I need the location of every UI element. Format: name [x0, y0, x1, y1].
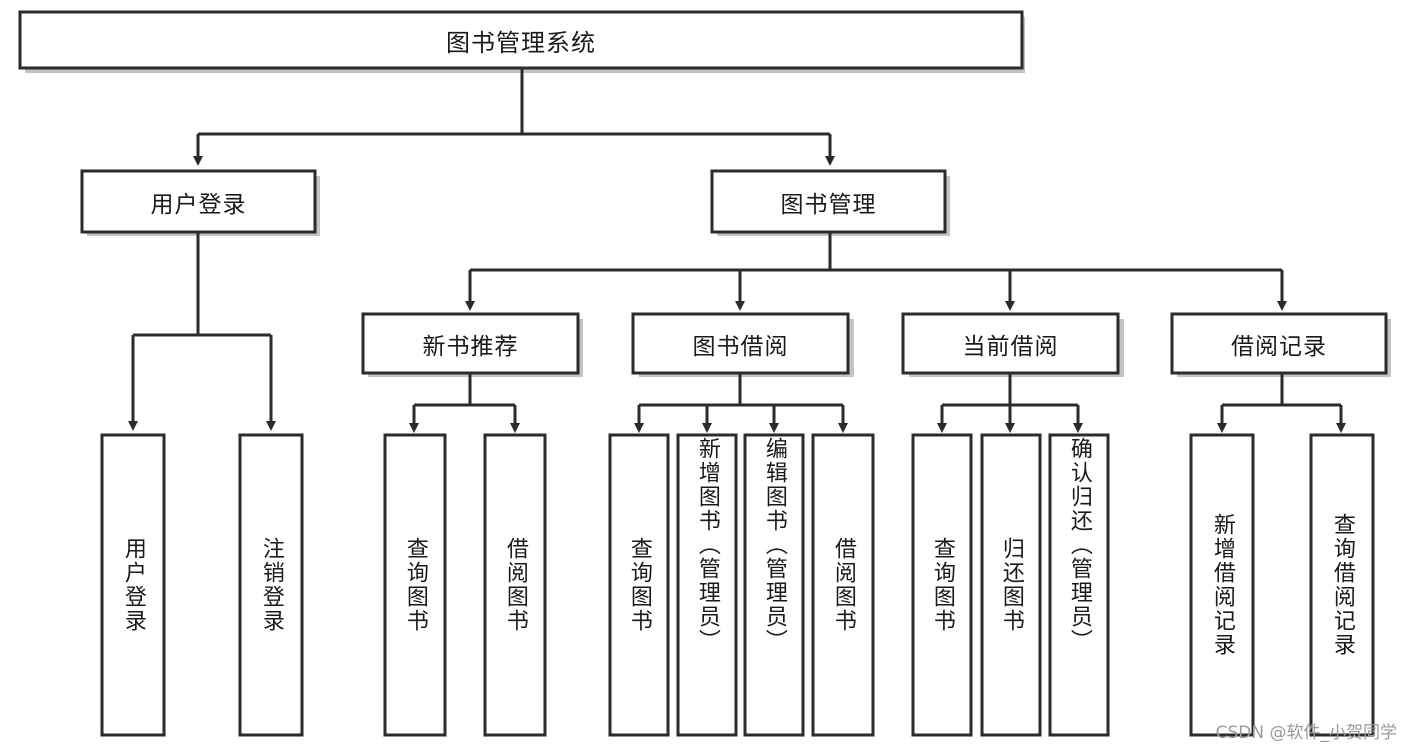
leaf-box-book-borrow-1[interactable]	[676, 433, 738, 737]
node-root-box[interactable]	[18, 10, 1024, 70]
node-book-manage-box[interactable]	[710, 169, 947, 234]
leaf-box-borrow-record-0[interactable]	[1189, 433, 1255, 737]
leaf-box-book-borrow-0[interactable]	[608, 433, 670, 737]
leaf-box-new-book-1[interactable]	[483, 433, 547, 737]
leaf-box-new-book-0[interactable]	[383, 433, 447, 737]
leaf-box-book-borrow-3[interactable]	[811, 433, 875, 737]
leaf-box-current-borrow-0[interactable]	[911, 433, 973, 737]
node-new-book-box[interactable]	[361, 312, 580, 375]
leaf-box-borrow-record-1[interactable]	[1309, 433, 1375, 737]
node-book-borrow-box[interactable]	[631, 312, 850, 375]
leaf-box-current-borrow-1[interactable]	[980, 433, 1042, 737]
node-borrow-record-box[interactable]	[1170, 312, 1388, 375]
leaf-box-current-borrow-2[interactable]	[1048, 433, 1110, 737]
leaf-box-book-borrow-2[interactable]	[743, 433, 805, 737]
connector-lines	[128, 68, 1346, 433]
leaf-box-user-login-0[interactable]	[100, 433, 166, 737]
node-boxes	[18, 10, 1388, 737]
leaf-box-user-login-1[interactable]	[238, 433, 304, 737]
node-current-borrow-box[interactable]	[901, 312, 1120, 375]
node-user-login-box[interactable]	[80, 169, 317, 234]
